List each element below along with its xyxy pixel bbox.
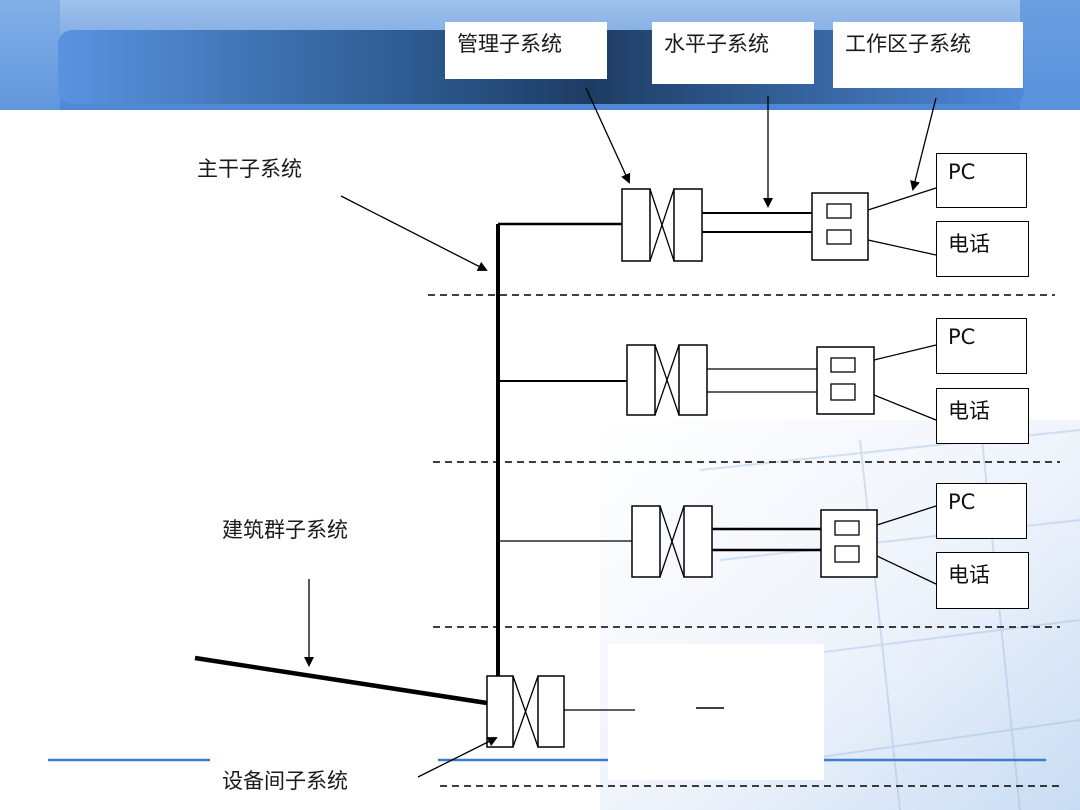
floor-2-pc-label: PC (948, 325, 976, 349)
arrow-management (585, 87, 631, 184)
arrow-backbone (340, 195, 488, 271)
floor-3-wiring (498, 505, 937, 585)
label-horizontal-text: 水平子系统 (664, 32, 769, 56)
floor-1-pc-label: PC (948, 160, 976, 184)
label-backbone-subsystem: 主干子系统 (197, 157, 302, 181)
floor-1-pc-box: PC (936, 153, 1027, 208)
floor-3-pc-label: PC (948, 490, 976, 514)
label-work-area-subsystem: 工作区子系统 (833, 22, 1023, 88)
floor-3-phone-box: 电话 (936, 552, 1029, 609)
floor-1-wiring (498, 187, 937, 262)
floor-1-phone-box: 电话 (936, 221, 1029, 277)
blank-panel (608, 644, 824, 780)
floor-2-phone-box: 电话 (936, 388, 1029, 444)
arrow-work-area (910, 97, 937, 191)
floor-2-pc-box: PC (936, 318, 1027, 374)
floor-2-wiring (498, 344, 937, 421)
floor-3-pc-box: PC (936, 483, 1027, 539)
floor-2-phone-label: 电话 (948, 399, 990, 423)
floor-1-patch-panel-left (621, 188, 651, 262)
label-horizontal-subsystem: 水平子系统 (652, 22, 814, 84)
label-campus-subsystem: 建筑群子系统 (222, 518, 348, 542)
floor-3-phone-label: 电话 (948, 563, 990, 587)
floor-1-patch-panel-right (673, 188, 703, 262)
campus-cable (194, 655, 488, 706)
label-management-subsystem: 管理子系统 (445, 22, 607, 79)
floor-1-phone-label: 电话 (948, 232, 990, 256)
floor-1-wall-outlet (811, 192, 869, 261)
label-work-area-text: 工作区子系统 (845, 32, 971, 56)
label-management-text: 管理子系统 (457, 32, 562, 56)
arrow-equipment-room (417, 737, 498, 778)
label-equipment-room-subsystem: 设备间子系统 (222, 769, 348, 793)
equipment-room-frame (486, 675, 724, 748)
